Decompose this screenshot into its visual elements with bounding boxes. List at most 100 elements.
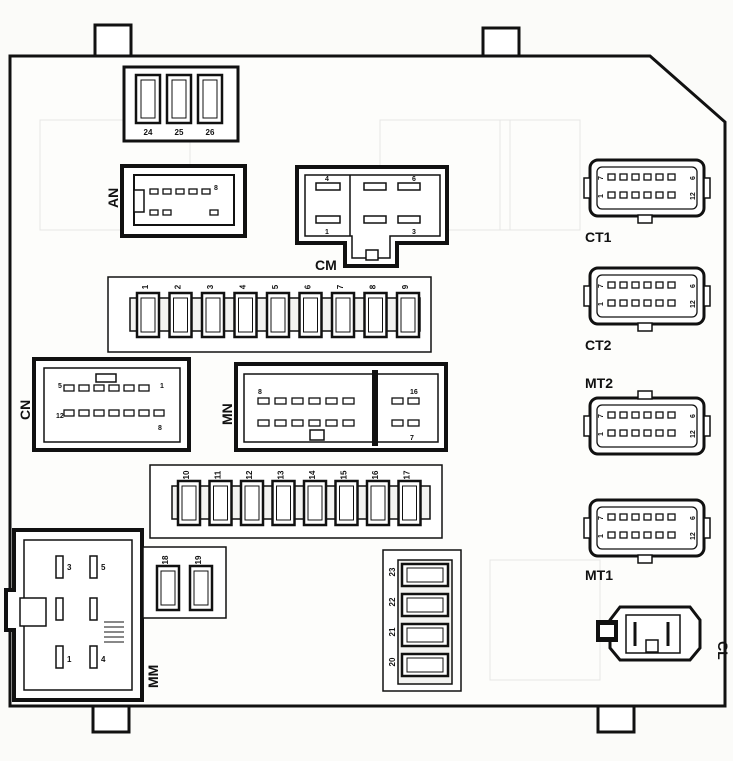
ct1-pin-12: 12 — [690, 192, 697, 200]
fuse-25: 25 — [165, 73, 193, 137]
ct1-pin — [643, 191, 652, 199]
mn-pin — [274, 419, 287, 427]
mt1-pin — [631, 513, 640, 521]
mn-pin — [257, 419, 270, 427]
mt2-pin — [607, 429, 616, 437]
ct1-pin — [643, 173, 652, 181]
connector-mn-label: MN — [219, 403, 235, 425]
connector-mn: 8 16 7 MN — [219, 362, 448, 452]
an-pin-8: 8 — [214, 185, 218, 192]
fuse-3: 3 — [200, 284, 226, 339]
fuse-14: 14 — [302, 470, 328, 527]
cn-pin — [63, 384, 75, 392]
fuse-21-label: 21 — [388, 627, 397, 636]
ct2-pin — [643, 281, 652, 289]
an-pin — [175, 188, 185, 195]
mt2-pin-1: 1 — [598, 432, 605, 436]
cn-pin — [138, 384, 150, 392]
fuse-13-label: 13 — [277, 470, 286, 479]
fuse-6: 6 — [298, 284, 323, 339]
connector-cl-label: CL — [715, 641, 731, 660]
cn-pin — [78, 409, 90, 417]
fuse-15: 15 — [334, 470, 359, 527]
cn-pin — [153, 409, 165, 417]
fuse-7-label: 7 — [336, 284, 345, 289]
connector-mm: 3 5 1 4 MM — [4, 528, 161, 702]
fuse-19: 19 — [188, 555, 214, 612]
mt2-pin-7: 7 — [598, 414, 605, 418]
mn-pin — [391, 419, 404, 427]
ct1-pin-6: 6 — [690, 176, 697, 180]
mn-pin-8: 8 — [258, 389, 262, 396]
fuse-7: 7 — [330, 284, 356, 339]
mt2-pin — [655, 429, 664, 437]
fuse-15-label: 15 — [340, 470, 349, 479]
fuse-6-label: 6 — [304, 284, 313, 289]
ct1-pin — [607, 191, 616, 199]
connector-an: 8 AN — [105, 164, 247, 238]
mm-pin-3: 3 — [67, 563, 72, 572]
connector-an-label: AN — [105, 188, 121, 208]
mt2-pin — [643, 411, 652, 419]
ct2-pin-12: 12 — [690, 300, 697, 308]
cm-pin-6: 6 — [412, 176, 416, 183]
fuse-1: 1 — [135, 284, 161, 339]
mt1-pin — [643, 531, 652, 539]
mt2-pin — [667, 411, 676, 419]
mn-pin-7: 7 — [410, 435, 414, 442]
fuse-12-label: 12 — [245, 470, 254, 479]
mount-tab-top-left — [93, 23, 133, 59]
fuse-26: 26 — [196, 73, 224, 137]
fuse-21: 21 — [388, 622, 450, 648]
mn-pin — [274, 397, 287, 405]
fuse-4: 4 — [233, 284, 258, 339]
fuse-17: 17 — [397, 470, 422, 527]
an-pin — [188, 188, 198, 195]
fuse-2: 2 — [168, 284, 193, 339]
fuse-20: 20 — [388, 652, 450, 678]
mm-pin-1: 1 — [67, 655, 72, 664]
connector-cn-label: CN — [17, 400, 33, 420]
cn-pin — [93, 384, 105, 392]
cn-pin — [63, 409, 75, 417]
mt1-pin — [619, 531, 628, 539]
mn-pin — [342, 419, 355, 427]
mn-pin — [325, 397, 338, 405]
mn-pin — [291, 419, 304, 427]
fuse-23-label: 23 — [388, 567, 397, 576]
mt2-pin — [631, 429, 640, 437]
fuse-19-label: 19 — [194, 555, 203, 564]
mt1-pin — [631, 531, 640, 539]
cn-pin — [123, 384, 135, 392]
cn-pin-12: 12 — [56, 413, 64, 420]
fuse-5-label: 5 — [271, 284, 280, 289]
ct1-pin — [655, 173, 664, 181]
ct1-pin — [655, 191, 664, 199]
mt1-pin — [643, 513, 652, 521]
fuse-3-label: 3 — [206, 284, 215, 289]
mn-pin — [391, 397, 404, 405]
ct1-pin — [631, 191, 640, 199]
fuse-11: 11 — [208, 470, 233, 527]
connector-mt2-label: MT2 — [585, 375, 613, 391]
cm-pin-4: 4 — [325, 176, 329, 183]
cm-pin-3: 3 — [412, 229, 416, 236]
fuse-13: 13 — [271, 470, 296, 527]
mt1-pin — [667, 513, 676, 521]
an-pin — [209, 209, 219, 216]
ct1-pin-1: 1 — [598, 194, 605, 198]
mt2-pin — [619, 429, 628, 437]
mt2-pin-12: 12 — [690, 430, 697, 438]
fuse-16: 16 — [365, 470, 391, 527]
cn-pin-5: 5 — [58, 383, 62, 390]
ct2-pin — [619, 281, 628, 289]
connector-mm-label: MM — [145, 665, 161, 688]
connector-ct2-label: CT2 — [585, 337, 612, 353]
mt1-pin — [607, 513, 616, 521]
